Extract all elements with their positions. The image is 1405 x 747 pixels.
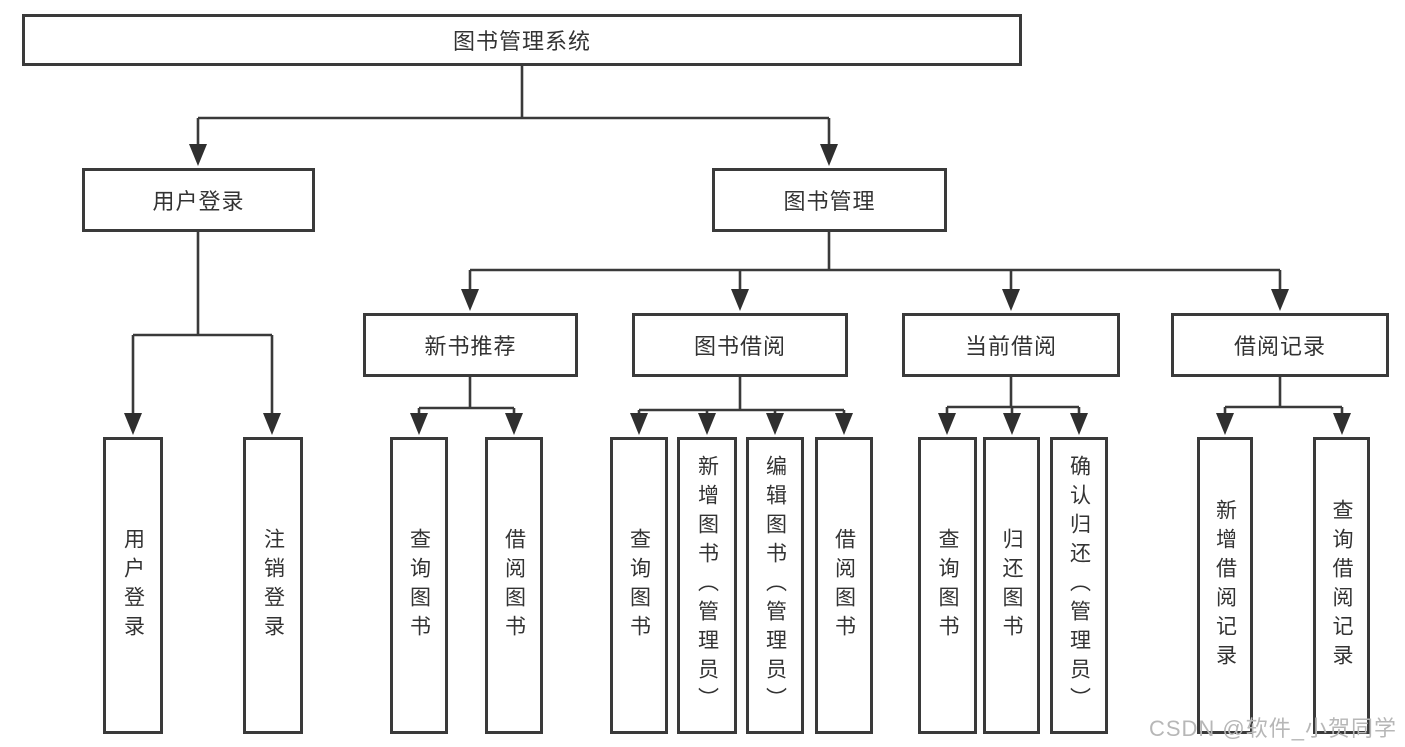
leaf-query-borrow-record: 查询借阅记录 xyxy=(1313,437,1370,734)
node-current-borrow: 当前借阅 xyxy=(902,313,1120,377)
node-library-management-system: 图书管理系统 xyxy=(22,14,1022,66)
leaf-query-books-recommend: 查询图书 xyxy=(390,437,448,734)
node-user-login: 用户登录 xyxy=(82,168,315,232)
node-new-book-recommend: 新书推荐 xyxy=(363,313,578,377)
arrowheads xyxy=(124,144,1351,435)
leaf-logout: 注销登录 xyxy=(243,437,303,734)
node-borrow-record: 借阅记录 xyxy=(1171,313,1389,377)
leaf-edit-books-admin: 编辑图书（管理员） xyxy=(746,437,804,734)
leaf-user-login: 用户登录 xyxy=(103,437,163,734)
leaf-borrow-books-recommend: 借阅图书 xyxy=(485,437,543,734)
leaf-add-borrow-record: 新增借阅记录 xyxy=(1197,437,1253,734)
leaf-query-books-borrow: 查询图书 xyxy=(610,437,668,734)
leaf-borrow-books: 借阅图书 xyxy=(815,437,873,734)
leaf-add-books-admin: 新增图书（管理员） xyxy=(677,437,737,734)
node-book-management: 图书管理 xyxy=(712,168,947,232)
leaf-query-books-current: 查询图书 xyxy=(918,437,977,734)
csdn-watermark: CSDN @软件_小贺同学 xyxy=(1148,716,1397,741)
leaf-confirm-return-admin: 确认归还（管理员） xyxy=(1050,437,1108,734)
node-book-borrow: 图书借阅 xyxy=(632,313,848,377)
leaf-return-books: 归还图书 xyxy=(983,437,1040,734)
